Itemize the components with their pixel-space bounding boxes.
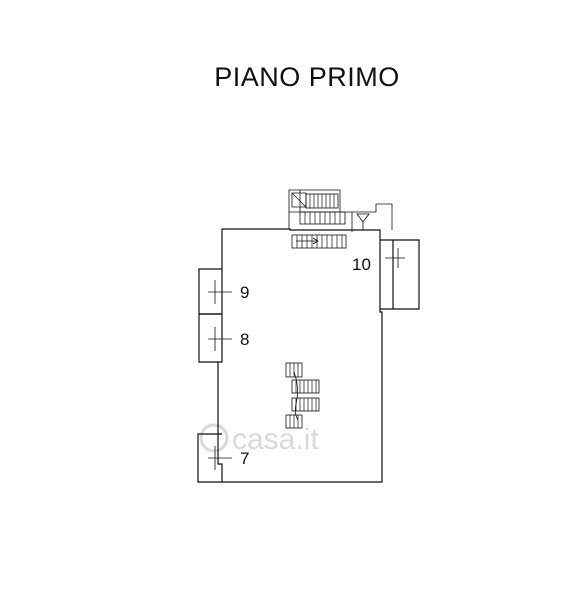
balcony-9 [198, 268, 232, 315]
unit-label-8: 8 [240, 330, 249, 349]
watermark-logo-icon [199, 423, 229, 453]
staircase-top [291, 192, 370, 249]
balcony-10 [380, 239, 420, 310]
unit-label-7: 7 [240, 449, 249, 468]
balcony-7 [197, 433, 232, 483]
watermark-text: casa.it [232, 423, 319, 456]
unit-label-10: 10 [352, 255, 371, 274]
watermark: casa.it [199, 423, 319, 456]
plan-title: PIANO PRIMO [214, 62, 400, 92]
unit-label-9: 9 [240, 283, 249, 302]
balcony-8 [198, 313, 232, 363]
staircase-middle [285, 362, 320, 429]
